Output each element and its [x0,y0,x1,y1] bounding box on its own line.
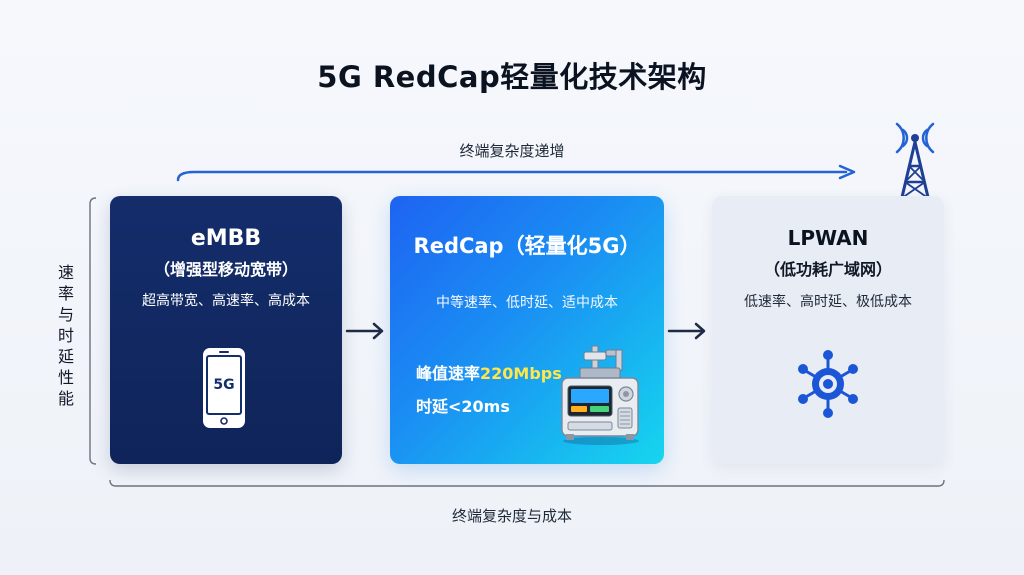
lpwan-card: LPWAN （低功耗广域网） 低速率、高时延、极低成本 [712,196,944,464]
redcap-title: RedCap（轻量化5G） [413,234,641,258]
arrow-embb-to-redcap [345,322,384,340]
phone-5g-label: 5G [213,377,235,393]
cell-tower-icon [885,118,945,218]
redcap-description: 中等速率、低时延、适中成本 [436,295,618,311]
complexity-increase-label: 终端复杂度递增 [459,142,565,160]
cost-bracket [109,479,945,487]
lpwan-title: LPWAN [787,226,869,250]
redcap-peak-rate: 峰值速率220Mbps [416,360,562,384]
smartphone-icon: 5G [201,346,247,430]
redcap-card: RedCap（轻量化5G） 中等速率、低时延、适中成本 峰值速率220Mbps … [390,196,664,464]
cost-axis-label: 终端复杂度与成本 [451,507,572,525]
redcap-latency: 时延<20ms [416,397,510,416]
lpwan-description: 低速率、高时延、极低成本 [744,294,912,310]
embb-card: eMBB （增强型移动宽带） 超高带宽、高速率、高成本 5G [110,196,342,464]
performance-axis-label: 速率与时延性能 [57,263,74,408]
peak-rate-label: 峰值速率 [416,364,481,383]
embb-description: 超高带宽、高速率、高成本 [142,293,310,309]
peak-rate-value: 220Mbps [480,364,562,383]
complexity-arrow [176,164,856,182]
embb-title: eMBB [190,226,262,251]
lpwan-subtitle: （低功耗广域网） [763,260,892,279]
page-title: 5G RedCap轻量化技术架构 [317,60,707,94]
performance-bracket [89,197,97,465]
iot-module-icon [556,342,646,446]
embb-subtitle: （增强型移动宽带） [153,260,298,279]
network-hub-icon [792,348,864,420]
arrow-redcap-to-lpwan [667,322,706,340]
